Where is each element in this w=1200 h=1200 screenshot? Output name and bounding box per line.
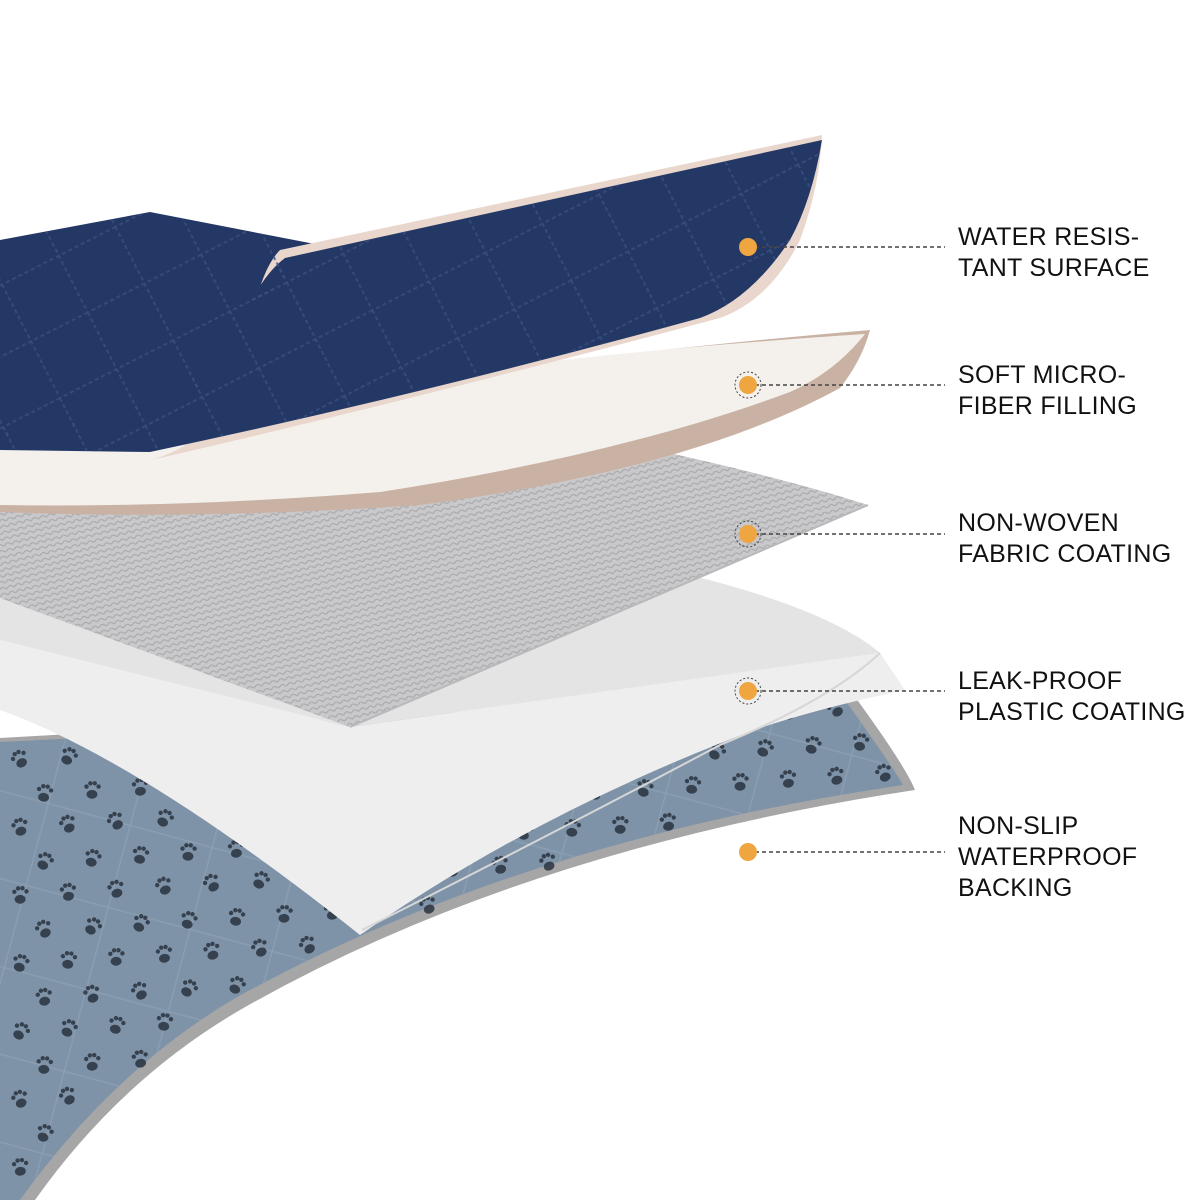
label-line: FABRIC COATING [958,540,1172,568]
label-fabric: NON-WOVEN FABRIC COATING [958,508,1171,570]
callout-fabric [734,520,945,548]
label-line: SOFT MICRO- [958,361,1127,389]
label-line: NON-WOVEN [958,509,1120,537]
callouts [734,238,945,861]
label-line: PLASTIC COATING [958,698,1186,726]
marker-dot [739,682,757,700]
marker-dot [739,238,757,256]
layer-surface [0,135,822,460]
label-backing: NON-SLIP WATERPROOF BACKING [958,811,1137,904]
label-line: NON-SLIP [958,812,1079,840]
label-filling: SOFT MICRO- FIBER FILLING [958,360,1137,422]
callout-plastic [734,677,945,705]
marker-dot [739,525,757,543]
marker-dot [739,376,757,394]
callout-filling [734,371,945,399]
label-line: WATERPROOF [958,843,1138,871]
label-surface: WATER RESIS- TANT SURFACE [958,222,1150,284]
label-line: LEAK-PROOF [958,667,1123,695]
label-line: TANT SURFACE [958,254,1150,282]
label-plastic: LEAK-PROOF PLASTIC COATING [958,666,1186,728]
callout-backing [739,843,945,861]
plastic-sheet [0,640,905,935]
label-line: BACKING [958,874,1073,902]
marker-dot [739,843,757,861]
layer-filling [0,330,870,515]
callout-surface [739,238,945,256]
filling-sheet [0,334,865,506]
label-line: WATER RESIS- [958,223,1140,251]
label-line: FIBER FILLING [958,392,1137,420]
